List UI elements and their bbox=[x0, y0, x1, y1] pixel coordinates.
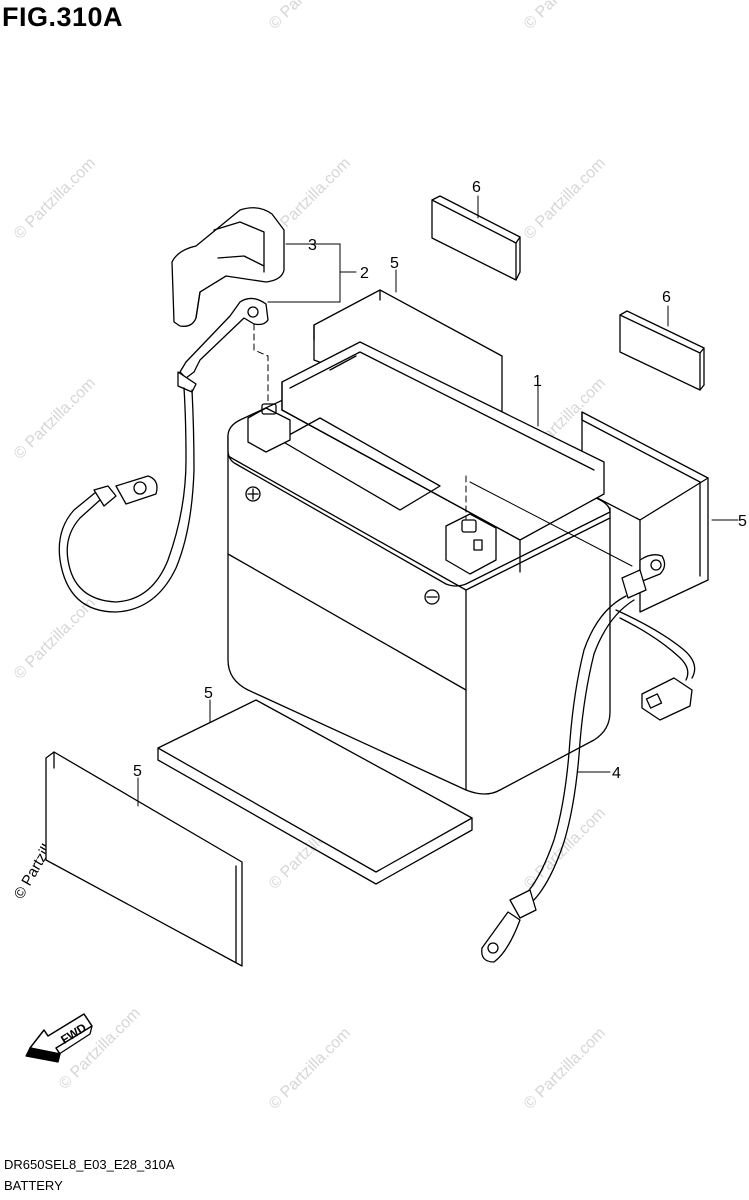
cushion-5-bottom bbox=[157, 699, 473, 885]
leader-lines bbox=[137, 195, 739, 807]
cushion-5-front bbox=[45, 751, 243, 967]
watermark: © Partzilla.com bbox=[521, 0, 609, 33]
terminal-cover-3 bbox=[171, 207, 285, 327]
callout-3-cover: 3 bbox=[308, 237, 317, 254]
diagram-name: BATTERY bbox=[4, 1178, 63, 1193]
callout-2-positive-cable: 2 bbox=[360, 265, 369, 282]
callout-5-rear: 5 bbox=[390, 255, 399, 272]
figure-title: FIG.310A bbox=[2, 2, 124, 32]
watermark: © Partzilla.com bbox=[266, 1025, 354, 1113]
callout-6-right: 6 bbox=[662, 289, 671, 306]
callout-labels: 6 6 5 1 5 3 2 4 5 5 bbox=[133, 179, 747, 782]
watermark: © Partzilla.com bbox=[521, 1025, 609, 1113]
watermark: © Partzilla.com bbox=[11, 595, 99, 683]
callout-1-battery: 1 bbox=[533, 373, 542, 390]
watermark: © Partzilla.com bbox=[266, 0, 354, 33]
watermark: © Partzilla.com bbox=[11, 375, 99, 463]
callout-5-side: 5 bbox=[738, 513, 747, 530]
callout-4-negative-cable: 4 bbox=[612, 765, 621, 782]
positive-cable-2 bbox=[58, 297, 269, 613]
callout-5-front: 5 bbox=[133, 763, 142, 780]
callout-6-upper: 6 bbox=[472, 179, 481, 196]
negative-cable-4 bbox=[481, 554, 696, 963]
watermark: © Partzilla.com bbox=[521, 155, 609, 243]
watermark: © Partzilla.com bbox=[11, 155, 99, 243]
diagram-code: DR650SEL8_E03_E28_310A bbox=[4, 1157, 175, 1172]
watermark: © Partzilla.com bbox=[56, 1005, 144, 1093]
pad-6-upper bbox=[431, 195, 521, 281]
callout-5-bottom: 5 bbox=[204, 685, 213, 702]
battery-body bbox=[227, 341, 611, 795]
watermark: © Partzilla.com bbox=[521, 805, 609, 893]
pad-6-right bbox=[619, 310, 705, 391]
